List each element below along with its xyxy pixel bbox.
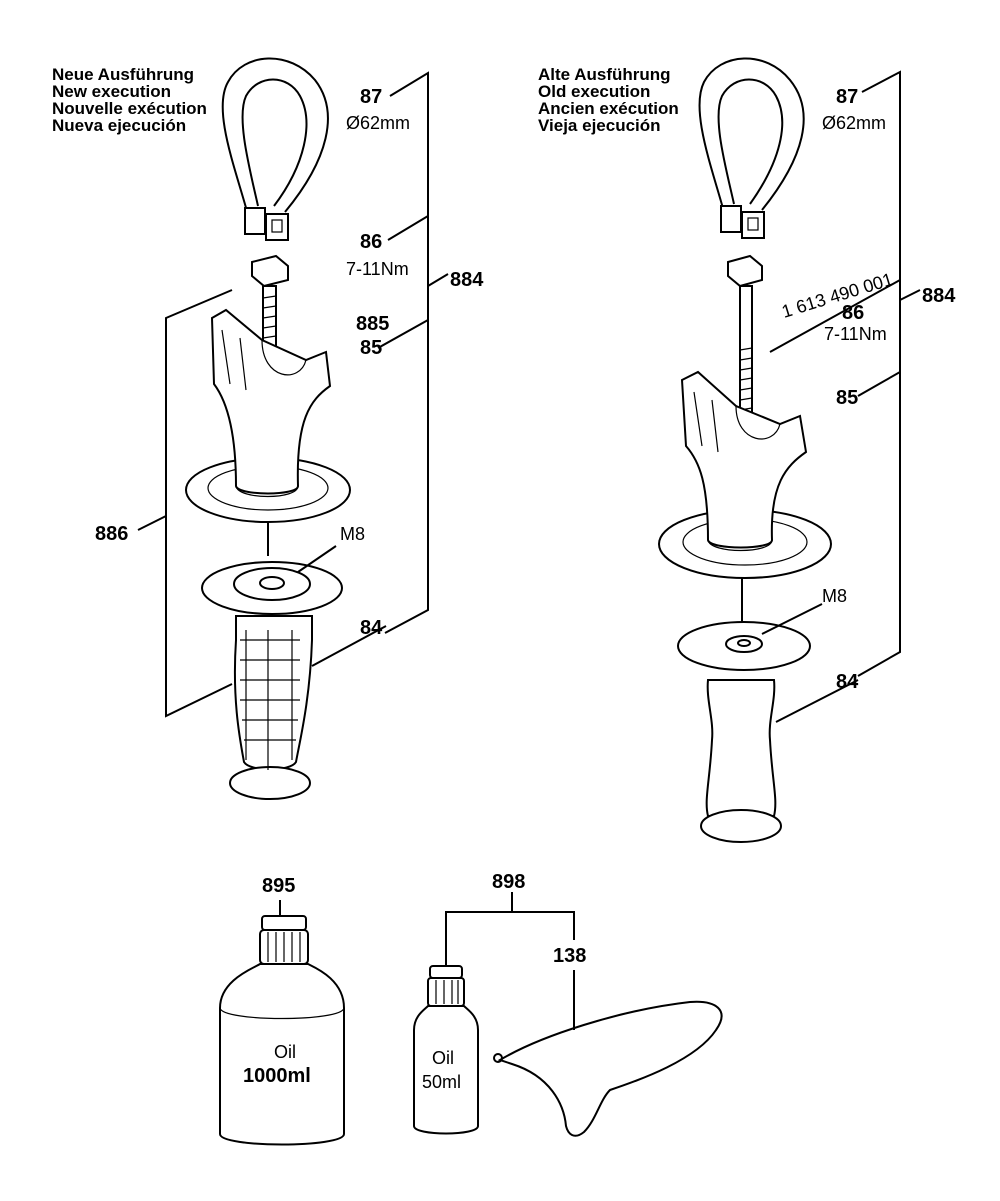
- left-header-en: New execution: [52, 82, 171, 101]
- left-header-fr: Nouvelle exécution: [52, 99, 207, 118]
- oil-small-volume: 50ml: [422, 1072, 461, 1092]
- right-label-84: 84: [836, 671, 859, 693]
- oil-big-volume: 1000ml: [243, 1065, 311, 1087]
- right-label-85: 85: [836, 387, 858, 409]
- left-label-87: 87: [360, 86, 382, 108]
- right-label-86: 86: [842, 302, 864, 324]
- bracket-898: [445, 892, 575, 1030]
- left-label-885: 885: [356, 313, 389, 335]
- right-header-en: Old execution: [538, 82, 650, 101]
- label-898: 898: [492, 871, 525, 893]
- left-washer-m8: [201, 522, 343, 615]
- right-header-fr: Ancien exécution: [538, 99, 679, 118]
- left-bracket-884: [377, 71, 449, 634]
- right-label-7-11nm: 7-11Nm: [824, 324, 887, 344]
- right-strap-87: [698, 57, 805, 239]
- label-895: 895: [262, 875, 295, 897]
- left-screw-86: [251, 254, 289, 357]
- left-label-84: 84: [360, 617, 383, 639]
- left-label-886: 886: [95, 523, 128, 545]
- right-label-62mm: Ø62mm: [822, 113, 886, 133]
- cloth-bag-138: [493, 1000, 723, 1137]
- left-strap-87: [221, 57, 329, 241]
- left-bracket-886: [137, 289, 233, 718]
- left-label-7-11nm: 7-11Nm: [346, 259, 409, 279]
- oil-bottle-1000ml: [219, 900, 345, 1146]
- right-label-m8: M8: [822, 586, 847, 606]
- right-holder-85: [658, 370, 832, 579]
- oil-small-label: Oil: [432, 1048, 454, 1068]
- right-label-87: 87: [836, 86, 858, 108]
- left-label-86: 86: [360, 231, 382, 253]
- oil-big-label: Oil: [274, 1042, 296, 1062]
- right-group: Alte Ausführung Old execution Ancien exé…: [538, 57, 956, 843]
- label-138: 138: [553, 945, 586, 967]
- right-washer-m8: [677, 578, 823, 671]
- right-label-884: 884: [922, 285, 956, 307]
- right-header-de: Alte Ausführung: [538, 65, 671, 84]
- left-label-85: 85: [360, 337, 382, 359]
- bottom-group: 895 Oil 1000ml 898 138 Oil 50ml: [219, 871, 723, 1146]
- left-label-62mm: Ø62mm: [346, 113, 410, 133]
- left-header-es: Nueva ejecución: [52, 116, 186, 135]
- left-header-de: Neue Ausführung: [52, 65, 194, 84]
- right-header-es: Vieja ejecución: [538, 116, 661, 135]
- right-screw-86: [727, 254, 763, 445]
- left-group: Neue Ausführung New execution Nouvelle e…: [52, 57, 484, 800]
- oil-bottle-50ml: [413, 965, 479, 1135]
- left-label-884: 884: [450, 269, 484, 291]
- left-holder-85: [185, 308, 351, 523]
- right-grip-84: [700, 679, 859, 843]
- left-grip-84: [229, 615, 387, 800]
- left-label-m8: M8: [340, 524, 365, 544]
- right-bracket-884: [769, 70, 921, 677]
